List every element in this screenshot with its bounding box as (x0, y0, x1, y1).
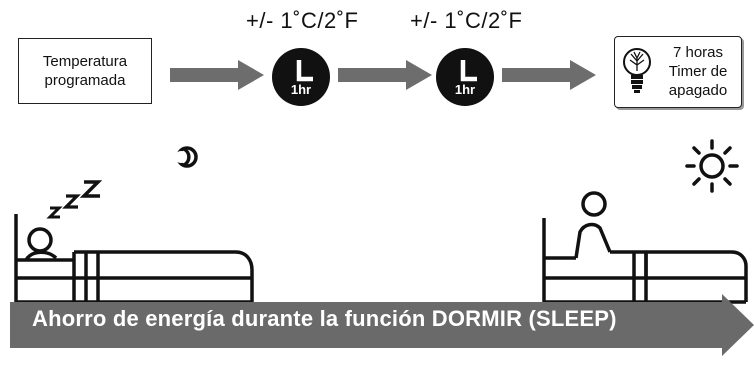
start-label-line1: Temperatura (42, 53, 128, 70)
timer-off-box: 7 horas Timer de apagado (614, 36, 742, 108)
banner-arrow (10, 294, 754, 356)
clock2-label: 1hr (454, 82, 476, 97)
zzz-icon (46, 180, 103, 219)
waking-bed-icon (542, 191, 748, 304)
flow-arrow-3 (502, 60, 596, 90)
start-label-line2: programada (44, 72, 126, 89)
programmed-temperature-box: Temperatura programada (18, 38, 152, 104)
banner-title: Ahorro de energía durante la función DOR… (32, 306, 617, 331)
clock-icon: 1hr (436, 48, 494, 106)
end-label-line2: Timer de (668, 63, 728, 80)
moon-icon (176, 146, 198, 168)
step2-temperature-label: +/- 1˚C/2˚F (410, 8, 523, 33)
flow-arrow-2 (338, 60, 432, 90)
sun-icon (685, 139, 739, 193)
end-label-line3: apagado (668, 82, 728, 99)
flow-arrow-1 (170, 60, 264, 90)
lightbulb-icon (623, 48, 651, 93)
clock-icon: 1hr (272, 48, 330, 106)
clock1-label: 1hr (290, 82, 312, 97)
end-label-line1: 7 horas (672, 44, 724, 61)
sleeping-bed-icon (14, 214, 254, 304)
step1-temperature-label: +/- 1˚C/2˚F (246, 8, 359, 33)
